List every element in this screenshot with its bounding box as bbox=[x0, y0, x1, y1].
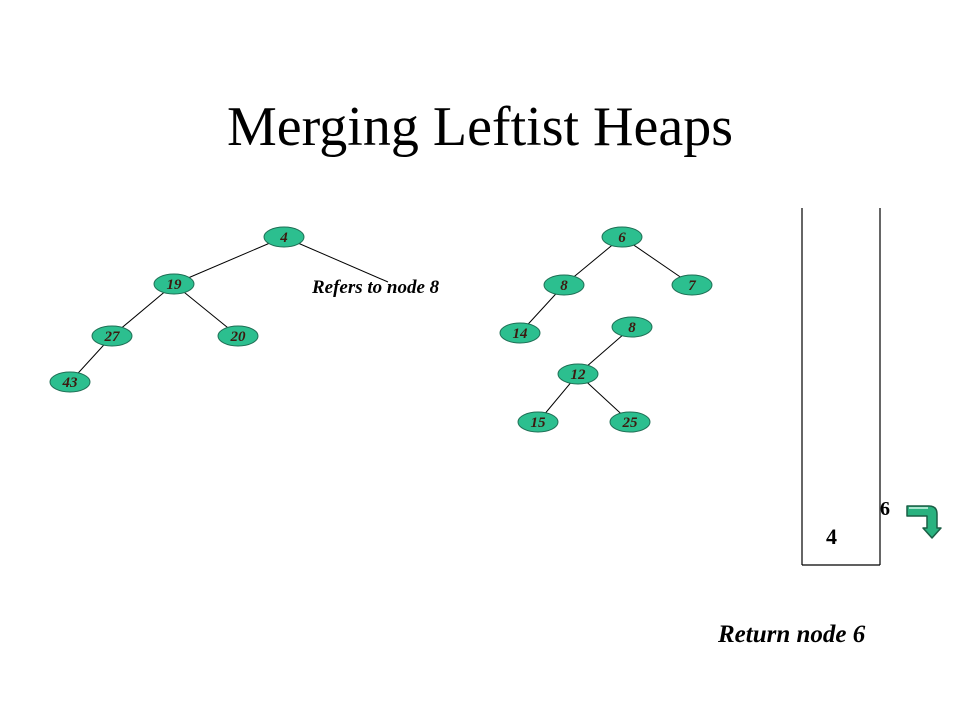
left-heap-node-label: 27 bbox=[104, 329, 121, 345]
edges-layer bbox=[69, 236, 693, 423]
left-heap-node-20: 20 bbox=[217, 325, 259, 347]
right-heap-node-12: 12 bbox=[557, 363, 599, 385]
nodes-layer: 4 19 27 20 43 6 8 7 14 8 12 15 25 bbox=[49, 226, 713, 433]
right-heap-node-6: 6 bbox=[601, 226, 643, 248]
right-heap-node-ellipse bbox=[499, 322, 541, 344]
left-heap-node-label: 4 bbox=[279, 230, 288, 246]
right-heap-node-14: 14 bbox=[499, 322, 541, 344]
return-arrow-icon[interactable] bbox=[903, 500, 943, 542]
right-heap-node-ellipse bbox=[557, 363, 599, 385]
right-heap-node-ellipse bbox=[601, 226, 643, 248]
left-heap-node-4: 4 bbox=[263, 226, 305, 248]
left-heap-node-ellipse bbox=[153, 273, 195, 295]
refers-to-node-note: Refers to node 8 bbox=[312, 277, 440, 298]
left-heap-node-label: 43 bbox=[62, 375, 79, 391]
left-heap-node-ellipse bbox=[91, 325, 133, 347]
left-heap-node-label: 19 bbox=[167, 277, 183, 293]
right-heap-node-7: 7 bbox=[671, 274, 713, 296]
right-heap-node-label: 7 bbox=[688, 278, 696, 294]
left-heap-node-ellipse bbox=[263, 226, 305, 248]
right-heap-node-label: 6 bbox=[618, 230, 626, 246]
right-heap-node-ellipse bbox=[611, 316, 653, 338]
right-heap-node-label: 8 bbox=[628, 320, 636, 336]
right-heap-node-15: 15 bbox=[517, 411, 559, 433]
left-heap-node-ellipse bbox=[49, 371, 91, 393]
left-heap-node-43: 43 bbox=[49, 371, 91, 393]
left-heap-edge-L4-L19 bbox=[173, 236, 285, 285]
stack-entry-returned: 6 bbox=[880, 498, 890, 520]
left-heap-node-label: 20 bbox=[230, 329, 247, 345]
left-heap-node-ellipse bbox=[217, 325, 259, 347]
right-heap-node-8: 8 bbox=[543, 274, 585, 296]
right-heap-node-8: 8 bbox=[611, 316, 653, 338]
right-heap-node-label: 15 bbox=[531, 415, 547, 431]
right-heap-node-label: 12 bbox=[571, 367, 587, 383]
recursion-stack bbox=[801, 208, 881, 566]
right-heap-node-ellipse bbox=[609, 411, 651, 433]
pointer-edge-to-node-8 bbox=[283, 236, 389, 283]
right-heap-node-ellipse bbox=[517, 411, 559, 433]
left-heap-node-19: 19 bbox=[153, 273, 195, 295]
right-heap-node-label: 14 bbox=[513, 326, 529, 342]
right-heap-node-label: 25 bbox=[622, 415, 639, 431]
stack-entry-bottom: 4 bbox=[826, 524, 837, 549]
left-heap-node-27: 27 bbox=[91, 325, 133, 347]
right-heap-node-label: 8 bbox=[560, 278, 568, 294]
return-node-note: Return node 6 bbox=[718, 621, 866, 648]
right-heap-node-25: 25 bbox=[609, 411, 651, 433]
right-heap-node-ellipse bbox=[671, 274, 713, 296]
slide-title: Merging Leftist Heaps bbox=[227, 96, 733, 158]
right-heap-node-ellipse bbox=[543, 274, 585, 296]
